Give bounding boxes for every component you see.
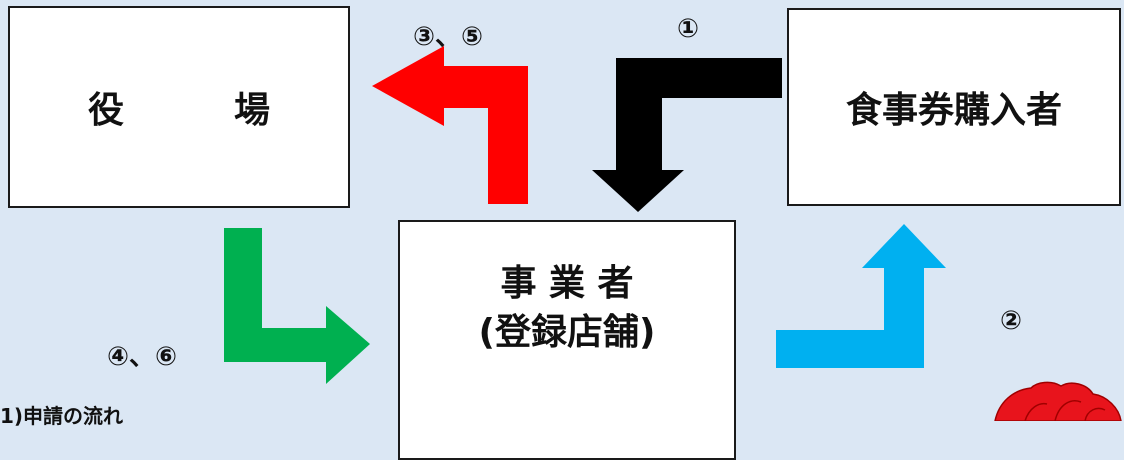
red-flower-decoration [994, 381, 1122, 421]
registered-store-label: (登録店舗) [478, 311, 656, 353]
step-4-6-label: ④、⑥ [107, 342, 178, 372]
government-office-char-1: 役 [87, 90, 124, 131]
black-arrow [592, 58, 782, 212]
government-office-char-2: 場 [234, 90, 271, 131]
application-flow-caption: 1)申請の流れ [0, 404, 124, 428]
blue-arrow [776, 224, 946, 368]
business-operator-label: 事 業 者 [500, 263, 634, 304]
flow-arrows [224, 46, 946, 384]
green-arrow [224, 228, 370, 384]
step-2-label: ② [1000, 306, 1023, 336]
red-arrow [372, 46, 528, 204]
government-office-box: 役場 [8, 6, 350, 208]
business-operator-box: 事 業 者 (登録店舗) [398, 220, 736, 460]
meal-ticket-buyer-box: 食事券購入者 [787, 8, 1121, 206]
step-1-label: ① [677, 14, 700, 44]
step-3-5-label: ③、⑤ [413, 22, 484, 52]
meal-ticket-buyer-label: 食事券購入者 [845, 90, 1062, 131]
government-office-label: 役場 [88, 81, 270, 133]
